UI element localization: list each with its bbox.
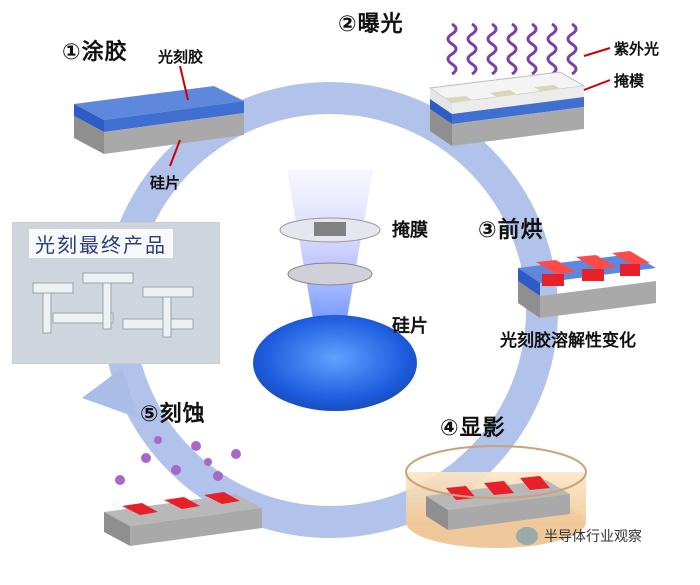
step-coating: ①涂胶	[62, 40, 128, 65]
step-developing: ④显影	[440, 416, 506, 441]
s5-silicon-side	[130, 508, 262, 546]
center-silicon-label: 硅片	[392, 316, 428, 337]
s5-silicon-front	[104, 512, 130, 546]
s1-resist-front	[74, 104, 104, 132]
s1-silicon-pointer	[169, 139, 181, 167]
lens	[287, 262, 373, 286]
product-title: 光刻最终产品	[29, 229, 173, 258]
s2-resist-front	[430, 99, 452, 124]
watermark-text: 半导体行业观察	[544, 529, 642, 545]
mask-label: 掩模	[614, 72, 645, 90]
s2-resist-side	[452, 97, 584, 124]
final-product-photo: 光刻最终产品	[12, 222, 220, 364]
s4-dish-rim	[405, 445, 587, 499]
step-prebake: ③前烘	[478, 218, 544, 243]
center-wafer	[253, 315, 417, 411]
watermark: 半导体行业观察	[516, 526, 642, 546]
s4-red-bars	[446, 476, 550, 500]
s1-silicon-front	[74, 116, 104, 154]
dissolution-change-label: 光刻胶溶解性变化	[500, 331, 636, 351]
s2-uv-pointer	[583, 47, 611, 57]
s3-silicon-side	[540, 281, 656, 318]
s3-red-bars	[536, 251, 650, 286]
uv-light-label: 紫外光	[614, 40, 660, 58]
s3-resist-front	[518, 268, 540, 296]
mask-pattern	[314, 222, 346, 236]
s2-mask-side	[452, 86, 584, 114]
s2-mask-front	[430, 88, 452, 114]
silicon-label-step1: 硅片	[150, 174, 181, 192]
s4-silicon-front	[426, 496, 448, 530]
step-etching: ⑤刻蚀	[140, 402, 206, 427]
s2-silicon-side	[452, 107, 584, 146]
s5-red-bars	[122, 492, 240, 515]
s5-etch-particles	[115, 436, 241, 485]
s4-silicon-side	[448, 494, 570, 530]
s2-silicon-front	[430, 109, 452, 146]
cycle-arrowhead	[82, 368, 138, 418]
s2-uv-waves	[446, 22, 578, 76]
center-mask-label: 掩膜	[392, 220, 428, 241]
s1-resist-side	[104, 101, 244, 132]
s1-silicon-side	[104, 113, 244, 154]
photoresist-label: 光刻胶	[158, 48, 204, 66]
s2-mask-pointer	[583, 79, 611, 91]
s1-resist-top	[74, 86, 244, 120]
wechat-icon	[516, 527, 538, 545]
s3-silicon-front	[518, 281, 540, 318]
s1-resist-pointer	[179, 65, 189, 101]
step-exposure: ②曝光	[338, 12, 404, 37]
light-beam	[287, 170, 373, 330]
